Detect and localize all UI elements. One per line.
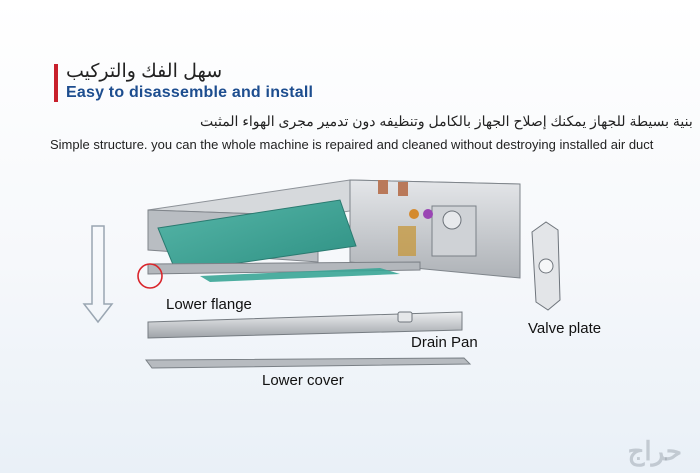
title-accent-bar — [54, 64, 58, 102]
pipe-connector — [398, 182, 408, 196]
label-lower-cover: Lower cover — [262, 372, 344, 389]
label-valve-plate: Valve plate — [528, 320, 602, 337]
evaporator-coil — [157, 199, 357, 273]
title-arabic: سهل الفك والتركيب — [66, 61, 223, 82]
electrical-box-knob — [442, 210, 462, 230]
pipe-fitting — [398, 226, 416, 256]
drain-outlet — [397, 311, 413, 323]
label-lower-flange: Lower flange — [166, 296, 252, 313]
watermark-logo: حراج — [627, 436, 682, 466]
description-english: Simple structure. you can the whole mach… — [50, 137, 654, 152]
lower-cover — [145, 357, 472, 369]
highlight-circle-icon — [137, 263, 163, 289]
label-drain-pan: Drain Pan — [411, 334, 478, 351]
valve-fitting — [423, 209, 433, 219]
description-arabic: بنية بسيطة للجهاز يمكنك إصلاح الجهاز بال… — [200, 113, 693, 129]
title-english: Easy to disassemble and install — [66, 84, 314, 101]
down-arrow-icon — [82, 225, 114, 324]
drain-pan — [147, 311, 463, 339]
valve-fitting — [409, 209, 419, 219]
lower-coil-strip — [200, 268, 400, 282]
valve-plate-hole — [538, 258, 554, 274]
pipe-connector — [378, 180, 388, 194]
